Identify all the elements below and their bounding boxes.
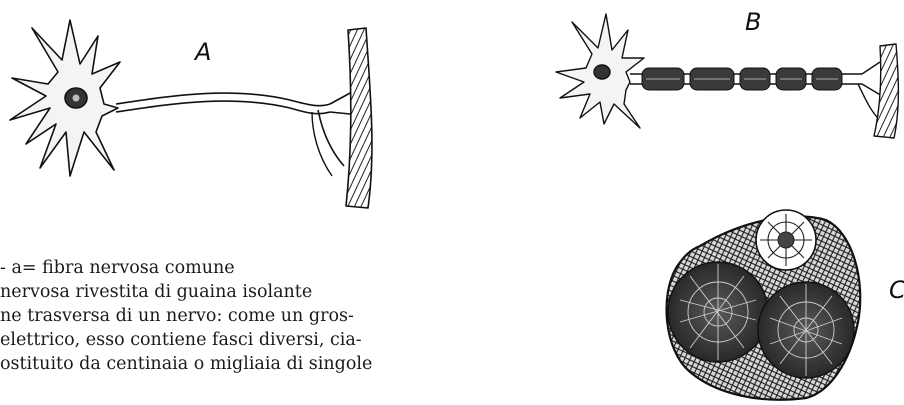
neuron-a [10,20,372,208]
figure-c-label: C [889,276,904,304]
caption-line: ostituito da centinaia o migliaia di sin… [0,352,430,376]
caption-line: ne trasversa di un nervo: come un gros- [0,304,430,328]
fascicle [756,210,816,270]
fascicle [668,262,768,362]
figure-a-label: A [193,38,211,66]
neuron-b-nucleus [594,65,610,79]
neuron-b-muscle [874,44,898,138]
fascicle [758,282,854,378]
nerve-cross-section [667,210,861,400]
figure-caption: - a= fibra nervosa comune nervosa rivest… [0,256,430,376]
neuron-b [556,14,898,138]
caption-line: elettrico, esso contiene fasci diversi, … [0,328,430,352]
figure-b-label: B [745,8,761,36]
caption-line: - a= fibra nervosa comune [0,256,430,280]
caption-line: nervosa rivestita di guaina isolante [0,280,430,304]
neuron-a-muscle [346,28,372,208]
neuron-a-axon [116,93,330,106]
